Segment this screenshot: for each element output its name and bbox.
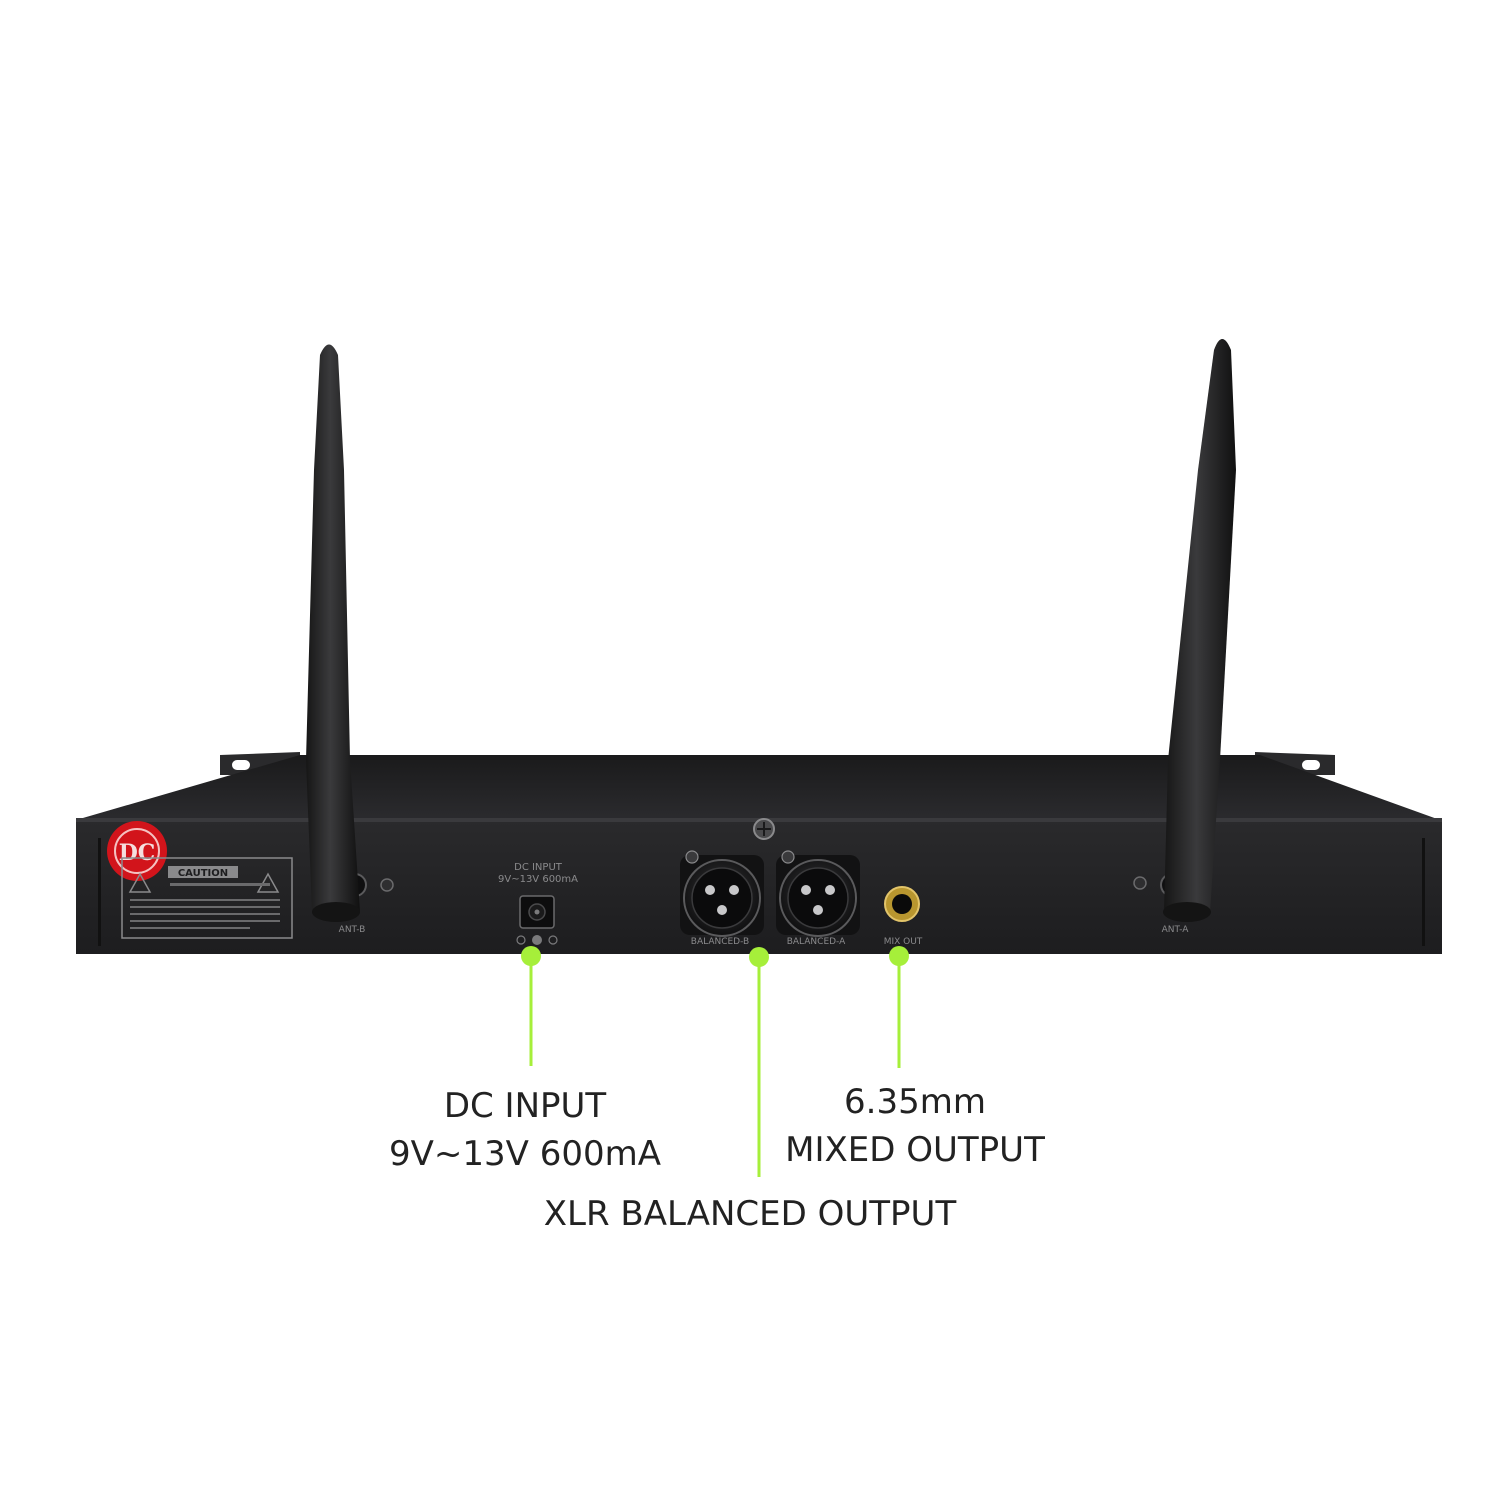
svg-text:ANT-B: ANT-B xyxy=(339,925,366,935)
xlr-balanced-a-connector[interactable]: BALANCED-A xyxy=(776,850,860,947)
callout-xlr-output: XLR BALANCED OUTPUT xyxy=(540,1190,960,1238)
callout-xlr-line1: XLR BALANCED OUTPUT xyxy=(543,1194,957,1234)
callout-dc-input: DC INPUT 9V~13V 600mA xyxy=(380,1082,670,1178)
svg-text:BALANCED-A: BALANCED-A xyxy=(787,937,846,947)
antenna-a xyxy=(1163,339,1236,922)
callout-mixed-output: 6.35mm MIXED OUTPUT xyxy=(760,1078,1070,1174)
chassis-top xyxy=(76,755,1440,820)
svg-text:DC INPUT: DC INPUT xyxy=(514,862,563,873)
svg-text:MIX OUT: MIX OUT xyxy=(884,937,923,947)
callout-dc-leader xyxy=(521,946,541,1066)
svg-text:9V~13V 600mA: 9V~13V 600mA xyxy=(498,874,578,885)
callout-mix-line2: MIXED OUTPUT xyxy=(785,1130,1045,1170)
caution-label: CAUTION xyxy=(121,857,293,939)
callout-dc-line2: 9V~13V 600mA xyxy=(389,1134,661,1174)
svg-text:BALANCED-B: BALANCED-B xyxy=(691,937,749,947)
brand-logo: DC xyxy=(107,821,167,881)
antenna-b xyxy=(306,344,360,922)
callout-mix-line1: 6.35mm xyxy=(844,1082,986,1122)
chassis-screw xyxy=(753,818,775,840)
callout-mix-leader xyxy=(889,946,909,1068)
svg-text:ANT-A: ANT-A xyxy=(1162,925,1190,935)
svg-text:DC: DC xyxy=(119,840,156,866)
callout-xlr-leader xyxy=(749,947,769,1177)
callout-dc-line1: DC INPUT xyxy=(443,1086,607,1126)
dc-input-jack[interactable]: DC INPUT 9V~13V 600mA xyxy=(498,862,578,945)
mix-out-jack[interactable]: MIX OUT xyxy=(884,886,923,947)
svg-text:CAUTION: CAUTION xyxy=(178,868,228,879)
xlr-balanced-b-connector[interactable]: BALANCED-B xyxy=(680,850,764,947)
